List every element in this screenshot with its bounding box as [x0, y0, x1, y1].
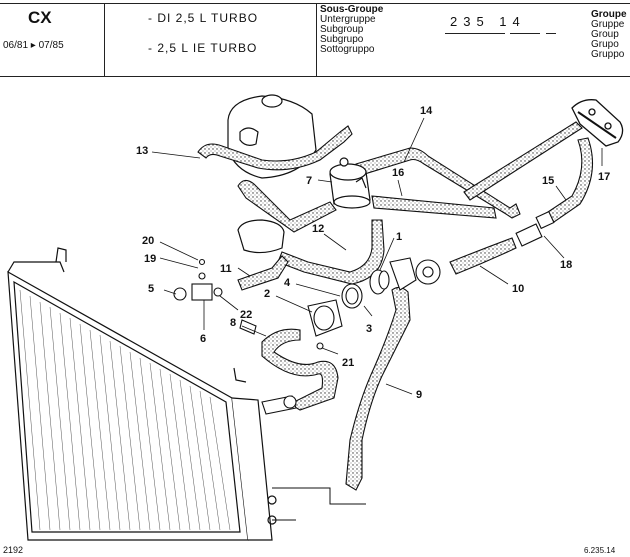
hose-14b [463, 121, 583, 201]
header-divider-2 [316, 4, 317, 76]
hoses [197, 121, 593, 491]
callout-21: 21 [342, 357, 354, 369]
code-underline-3 [546, 33, 556, 34]
callout-10: 10 [512, 283, 524, 295]
hose-15 [547, 137, 593, 223]
callout-20: 20 [142, 235, 154, 247]
group-label-fr: Groupe [591, 9, 627, 20]
callout-5: 5 [148, 283, 154, 295]
degassing-bottle [237, 219, 285, 254]
callout-18: 18 [560, 259, 572, 271]
filter-housing [329, 157, 371, 209]
callout-19: 19 [144, 253, 156, 265]
production-dates: 06/81 ▸ 07/85 [3, 40, 64, 51]
subgroup-label-es: Subgrupo [320, 34, 364, 45]
cooling-system-diagram: 1 2 3 4 5 6 7 8 9 10 11 12 13 14 15 16 1… [7, 94, 624, 541]
subgroup-code: 235 14 [450, 14, 526, 29]
hose-16 [371, 195, 497, 219]
code-underline-2 [510, 33, 540, 34]
hose-14 [355, 147, 521, 219]
hose-11 [237, 255, 289, 291]
outlet-housing [571, 99, 624, 147]
subgroup-label-de: Untergruppe [320, 14, 376, 25]
header-bottom-rule [0, 76, 630, 77]
group-label-en: Group [591, 29, 619, 40]
callout-1: 1 [396, 231, 402, 243]
hose-13 [197, 125, 353, 171]
callout-8: 8 [230, 317, 236, 329]
hose-link [237, 179, 337, 233]
engine-variant-2: - 2,5 L IE TURBO [148, 41, 258, 55]
subgroup-label-fr: Sous-Groupe [320, 4, 384, 15]
group-labels: Groupe Gruppe Group Grupo Gruppo [591, 10, 627, 60]
radiator [7, 247, 277, 541]
callouts: 1 2 3 4 5 6 7 8 9 10 11 12 13 14 15 16 1… [136, 105, 610, 401]
callout-12: 12 [312, 223, 324, 235]
subgroup-labels: Sous-Groupe Untergruppe Subgroup Subgrup… [320, 5, 383, 55]
callout-13: 13 [136, 145, 148, 157]
group-label-it: Gruppo [591, 49, 625, 60]
callout-3: 3 [366, 323, 372, 335]
callout-4: 4 [284, 277, 291, 289]
callout-9: 9 [416, 389, 422, 401]
hose-9 [345, 286, 411, 491]
hose-12 [277, 219, 385, 285]
header-top-rule [0, 3, 630, 4]
model-name: CX [28, 8, 52, 27]
header: CX 06/81 ▸ 07/85 - DI 2,5 L TURBO - 2,5 … [0, 0, 630, 78]
header-divider-1 [104, 4, 105, 76]
callout-11: 11 [220, 263, 232, 275]
bracket-lines [272, 487, 366, 521]
callout-22: 22 [240, 309, 252, 321]
engine-variant-1: - DI 2,5 L TURBO [148, 11, 259, 25]
figure-number: 2192 [3, 545, 24, 555]
sensor-cluster [173, 258, 324, 350]
leader-lines [151, 117, 603, 395]
group-label-es: Grupo [591, 39, 619, 50]
group-label-de: Gruppe [591, 19, 625, 30]
page-reference: 6.235.14 [584, 546, 616, 555]
callout-15: 15 [542, 175, 554, 187]
callout-7: 7 [306, 175, 312, 187]
hose-8 [261, 328, 339, 411]
callout-16: 16 [392, 167, 404, 179]
subgroup-label-en: Subgroup [320, 24, 364, 35]
subgroup-label-it: Sottogruppo [320, 44, 375, 55]
callout-17: 17 [598, 171, 610, 183]
callout-2: 2 [264, 288, 270, 300]
callout-14: 14 [420, 105, 433, 117]
code-underline-1 [445, 33, 505, 34]
connector-18 [515, 210, 555, 247]
thermostat-assembly [307, 257, 441, 337]
callout-6: 6 [200, 333, 206, 345]
hose-10 [449, 237, 517, 275]
